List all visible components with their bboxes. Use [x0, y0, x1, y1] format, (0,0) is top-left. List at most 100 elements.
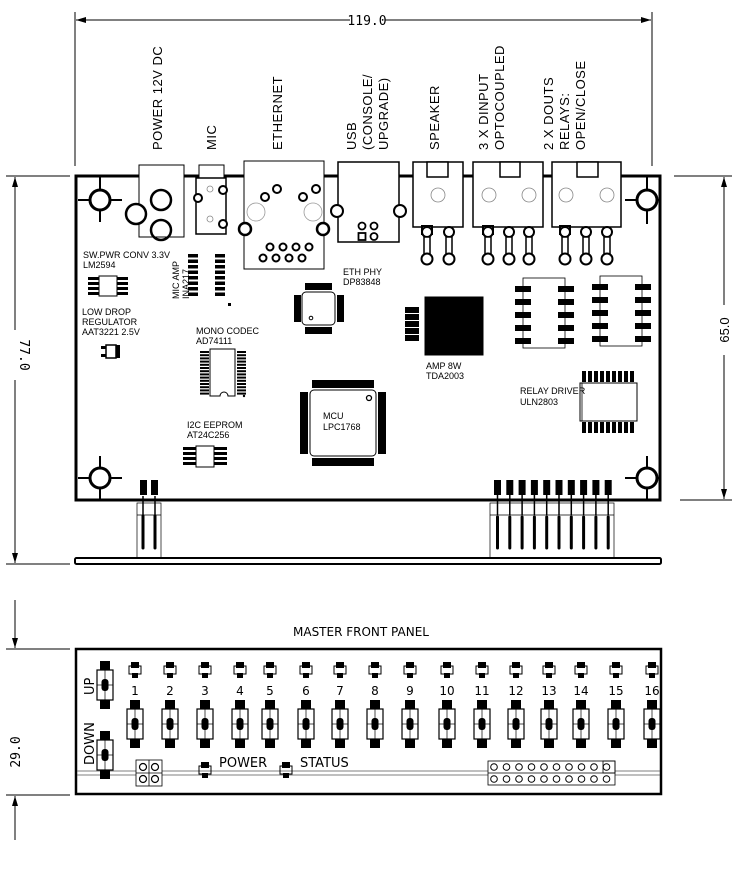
led-lead [283, 773, 289, 778]
led-body [612, 662, 620, 668]
label-speaker: SPEAKER [427, 85, 442, 150]
down-label: DOWN [83, 722, 98, 765]
button-actuator [406, 718, 414, 730]
ic-lm2594 [88, 275, 128, 297]
led-body [166, 662, 174, 668]
pin-pad [601, 226, 613, 238]
ic-pin [215, 259, 225, 263]
button-actuator [648, 718, 656, 730]
ic-pin [200, 360, 209, 363]
header-pin [604, 480, 612, 495]
channel-button-13 [540, 700, 558, 748]
led-body [577, 662, 585, 668]
terminal-pin [481, 225, 495, 266]
button-actuator [131, 718, 139, 730]
header-pin [580, 480, 588, 495]
button-lead [235, 700, 245, 709]
relay-pin [515, 325, 531, 331]
channel-button-4 [231, 700, 249, 748]
channel-led-3 [198, 662, 212, 678]
channel-number-16: 16 [644, 684, 659, 698]
label-usb-1: USB [344, 122, 359, 150]
ic-pin [200, 354, 209, 357]
ic-pin [630, 371, 634, 382]
pin-trace [423, 236, 431, 255]
channel-number-1: 1 [131, 684, 139, 698]
led-body [545, 662, 553, 668]
ethernet-connector [237, 160, 331, 270]
button-lead [576, 739, 586, 748]
ic-pin [200, 389, 209, 392]
led-lead [613, 673, 619, 678]
label-sw-pwr-2: LM2594 [83, 260, 116, 270]
channel-led-5 [263, 662, 277, 678]
label-amp-1: AMP 8W [426, 361, 462, 371]
ic-pin [624, 371, 628, 382]
channel-button-8 [366, 700, 384, 748]
header-pin [543, 480, 551, 495]
relay-pin [558, 299, 574, 305]
relay-pin [635, 336, 651, 342]
pin-pad [502, 252, 516, 266]
channel-button-2 [161, 700, 179, 748]
button-actuator [545, 718, 553, 730]
ic-pin [237, 360, 246, 363]
channel-led-6 [299, 662, 313, 678]
label-codec-2: AD74111 [196, 336, 232, 346]
led-lead [578, 673, 584, 678]
button-actuator [512, 718, 520, 730]
terminal-pins [420, 225, 614, 266]
pin-pad [559, 226, 571, 238]
label-usb-3: UPGRADE) [376, 77, 391, 150]
ic-uln2803 [579, 371, 638, 433]
label-mic-amp-2: INA217 [181, 269, 191, 299]
douts-relay-connector [551, 161, 622, 228]
channel-led-9 [403, 662, 417, 678]
button-lead [511, 700, 521, 709]
ic-pin [237, 386, 246, 389]
power-led-label: POWER [219, 756, 267, 771]
status-led [279, 762, 293, 778]
ic-pin [200, 357, 209, 360]
label-sw-pwr-1: SW.PWR CONV 3.3V [83, 250, 170, 260]
label-mic-amp-1: MIC AMP [171, 261, 181, 299]
relay-pin [515, 312, 531, 318]
channel-led-7 [333, 662, 347, 678]
channel-number-14: 14 [573, 684, 588, 698]
ic-pin [618, 422, 622, 433]
relay [515, 277, 574, 349]
pin-pad [442, 252, 456, 266]
ic-pin [188, 276, 198, 280]
ic-pin [594, 422, 598, 433]
button-lead [165, 739, 175, 748]
button-lead [370, 739, 380, 748]
ic-pin [188, 265, 198, 269]
ic-aat3221 [101, 344, 120, 359]
idc-hole [590, 763, 598, 771]
ic-pin [188, 281, 198, 285]
channel-button-11 [473, 700, 491, 748]
ic-pin [594, 371, 598, 382]
channel-number-15: 15 [608, 684, 623, 698]
relay-pin [592, 310, 608, 316]
button-lead [130, 700, 140, 709]
terminal-pin [600, 226, 614, 266]
led-body [336, 662, 344, 668]
channel-led-16 [645, 662, 659, 678]
ic-pin [237, 357, 246, 360]
mounting-hole-icon [625, 176, 661, 224]
ic-pin [237, 363, 246, 366]
ic-pin [606, 422, 610, 433]
pin-trace [582, 236, 590, 255]
ic-pin [188, 254, 198, 258]
relay-pin [515, 286, 531, 292]
button-actuator [201, 718, 209, 730]
ic-pin [188, 287, 198, 291]
pin-pad [481, 252, 495, 266]
idc-hole [590, 775, 598, 783]
relay-pin [558, 286, 574, 292]
ic-pin [237, 392, 246, 395]
button-lead [301, 739, 311, 748]
pin-pad [600, 252, 614, 266]
channel-button-16 [643, 700, 661, 748]
